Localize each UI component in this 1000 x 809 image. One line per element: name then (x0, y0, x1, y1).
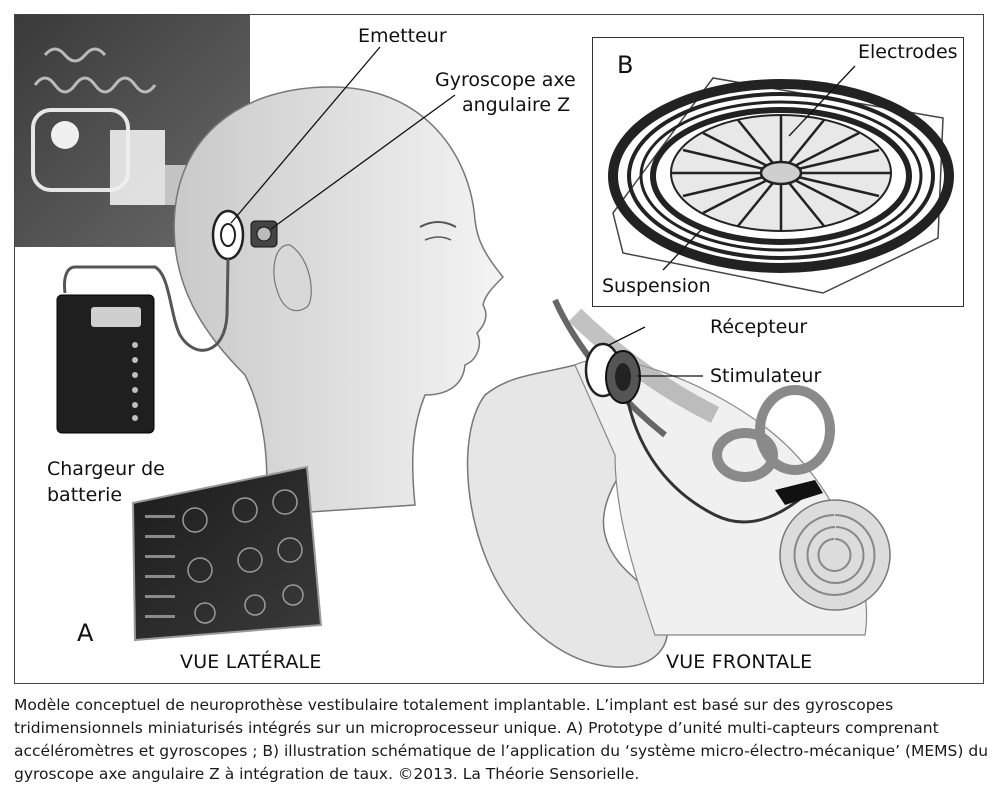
electrode-spokes (670, 114, 892, 232)
mems-gyroscope-diagram (608, 65, 954, 294)
head-illustration (173, 86, 505, 516)
receiver-stimulator (584, 342, 641, 404)
label-chargeur-line1: Chargeur de (47, 458, 165, 480)
leader-lines (230, 46, 703, 377)
panel-label-a: A (77, 619, 94, 647)
cochlea (779, 499, 891, 611)
figure-frame: Emetteur Gyroscope axe angulaire Z Elect… (14, 14, 984, 684)
battery-charger (56, 294, 155, 434)
mems-chip (131, 465, 323, 642)
label-stimulateur: Stimulateur (710, 365, 822, 387)
electrode-tip (775, 480, 823, 505)
charger-cable (63, 258, 230, 352)
label-electrodes: Electrodes (858, 41, 958, 63)
view-label-laterale: VUE LATÉRALE (180, 651, 322, 673)
label-gyroscope-line2: angulaire Z (462, 94, 571, 116)
electrode-lead (623, 384, 806, 524)
illustration (15, 15, 891, 668)
suspension-rings (608, 79, 954, 273)
label-suspension: Suspension (602, 275, 711, 297)
label-recepteur: Récepteur (710, 316, 808, 338)
emitter-device (211, 209, 278, 261)
view-label-frontale: VUE FRONTALE (666, 651, 813, 673)
label-emetteur: Emetteur (358, 25, 447, 47)
panel-b-leaders (662, 65, 856, 271)
panel-b-inset (592, 37, 964, 307)
label-gyroscope-line1: Gyroscope axe (435, 69, 576, 91)
label-chargeur-line2: batterie (47, 484, 123, 506)
panel-label-b: B (617, 51, 634, 79)
figure-caption: Modèle conceptuel de neuroprothèse vesti… (14, 696, 989, 783)
ear-cross-section (466, 298, 891, 668)
